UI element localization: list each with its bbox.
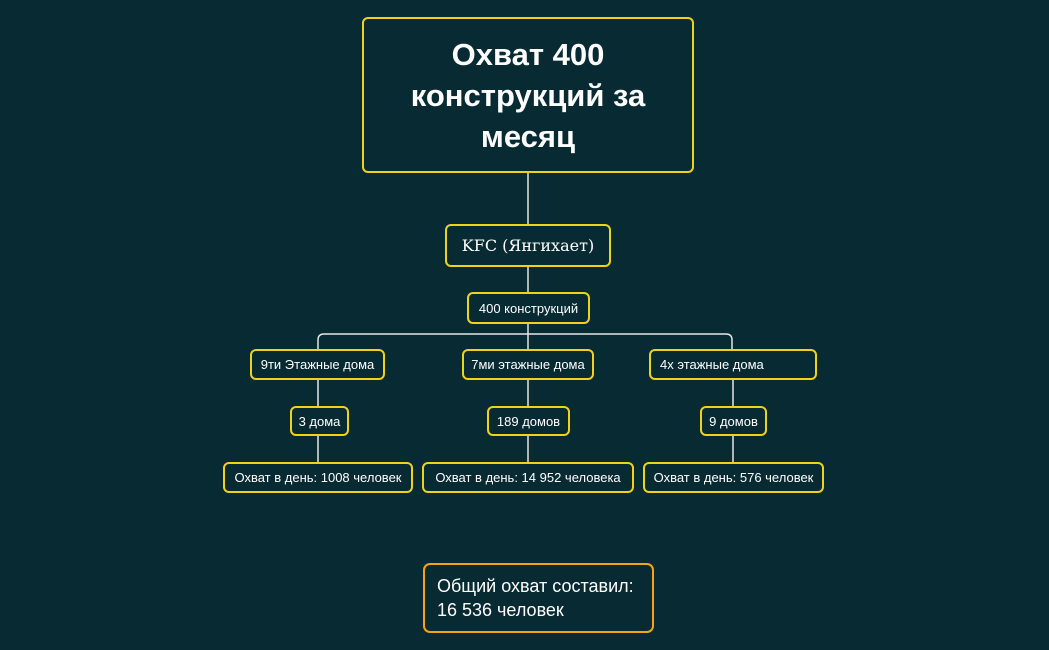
brand-node: KFC (Янгихает)	[445, 224, 611, 267]
category-node-4-floor: 4х этажные дома	[649, 349, 817, 380]
count-node-9-floor: 3 дома	[290, 406, 349, 436]
connector-branch-right	[528, 333, 733, 349]
category-node-9-floor: 9ти Этажные дома	[250, 349, 385, 380]
connector-branch-left	[317, 333, 528, 349]
reach-node-9-floor: Охват в день: 1008 человек	[223, 462, 413, 493]
summary-node: Общий охват составил: 16 536 человек	[423, 563, 654, 633]
count-node-7-floor: 189 домов	[487, 406, 570, 436]
summary-line-2: 16 536 человек	[437, 600, 564, 620]
summary-line-1: Общий охват составил:	[437, 576, 634, 596]
constructions-node: 400 конструкций	[467, 292, 590, 324]
count-node-4-floor: 9 домов	[700, 406, 767, 436]
reach-node-4-floor: Охват в день: 576 человек	[643, 462, 824, 493]
category-node-7-floor: 7ми этажные дома	[462, 349, 594, 380]
reach-node-7-floor: Охват в день: 14 952 человека	[422, 462, 634, 493]
root-node-title: Охват 400 конструкций за месяц	[362, 17, 694, 173]
